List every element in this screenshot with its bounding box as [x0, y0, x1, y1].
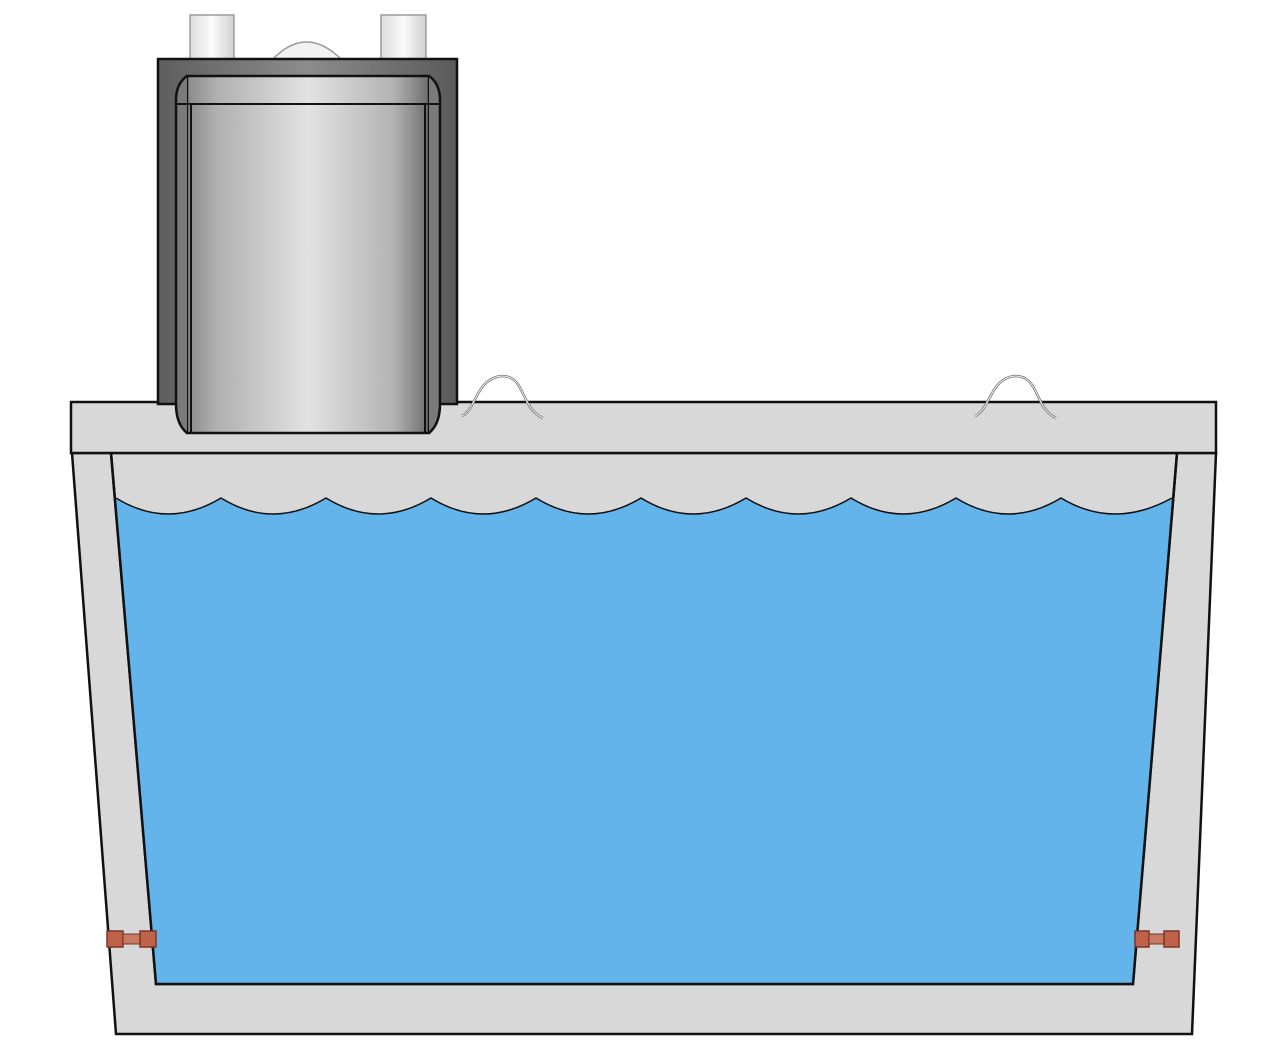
tank-inner-edges [109, 452, 1179, 986]
cylinder-body [185, 74, 431, 435]
pipe-fitting-left [106, 930, 157, 948]
water-body [116, 498, 1172, 984]
wire-handle-right-inner [974, 375, 1057, 419]
dome-cap [271, 41, 343, 61]
water-surface-line [115, 497, 1173, 515]
pipe-fitting-right [1134, 930, 1180, 948]
cylinder-flange-left [174, 74, 188, 434]
cylinder-unit [156, 14, 459, 435]
cylinder-flange-right [428, 74, 442, 434]
wire-handle-left-inner [461, 375, 544, 419]
